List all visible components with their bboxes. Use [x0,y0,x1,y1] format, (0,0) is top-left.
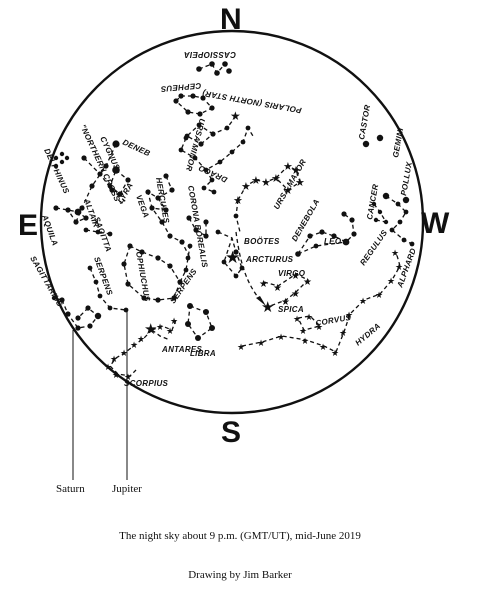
label-polaris: POLARIS (NORTH STAR) [201,89,302,115]
svg-text:★: ★ [277,332,285,342]
label-ophiuchus: OPHIUCHUS [134,251,152,303]
svg-text:★: ★ [124,372,132,382]
svg-text:★: ★ [233,195,243,207]
svg-text:★: ★ [156,322,164,332]
label-denebola: DENEBOLA [290,198,321,243]
svg-text:★: ★ [291,165,301,177]
label-deneb: DENEB [121,138,152,159]
svg-text:★: ★ [110,354,118,364]
label-delphinus: DELPHINUS [42,147,71,195]
svg-text:★: ★ [319,342,327,352]
stars: ★ ★ ★ ★ ★ ★ ★ ★ ★ ★ ★ [51,61,415,382]
svg-text:★: ★ [375,290,383,300]
arc-arrowhead [256,296,266,306]
east-label: E [18,209,38,242]
label-virgo: VIRGO [278,269,306,278]
label-arcturus: ARCTURUS [245,255,294,264]
svg-text:★: ★ [237,342,245,352]
svg-text:★: ★ [315,322,323,332]
north-label: N [220,3,242,36]
svg-text:★: ★ [359,296,367,306]
label-cepheus: CEPHEUS [160,81,202,94]
svg-text:★: ★ [225,248,240,267]
svg-text:★: ★ [120,348,128,358]
svg-text:★: ★ [170,316,178,326]
svg-text:★: ★ [293,314,301,324]
drawing-credit: Drawing by Jim Barker [188,569,292,581]
svg-text:★: ★ [137,334,145,344]
svg-text:★: ★ [345,310,353,320]
svg-text:★: ★ [395,262,403,272]
label-hercules: HERCULES [154,177,171,225]
svg-text:★: ★ [261,177,271,189]
svg-text:★: ★ [261,300,274,316]
svg-text:★: ★ [259,279,268,290]
label-serpens-right: SERPENS [168,267,199,306]
label-pollux: POLLUX [399,161,414,197]
svg-text:★: ★ [301,336,309,346]
label-libra: LIBRA [190,349,216,358]
label-scorpius: SCORPIUS [124,379,169,388]
svg-text:★: ★ [112,370,120,380]
label-spica: SPICA [278,305,304,314]
svg-text:★: ★ [144,322,157,338]
south-label: S [221,416,241,449]
label-cassiopeia: CASSIOPEIA [184,50,236,59]
saturn-label: Saturn [56,483,85,495]
svg-text:★: ★ [271,173,281,185]
svg-text:★: ★ [257,338,265,348]
label-leo: LEO [324,237,342,246]
label-cancer: CANCER [365,183,380,220]
svg-text:★: ★ [299,326,307,336]
svg-text:★: ★ [305,312,313,322]
svg-text:★: ★ [281,297,290,308]
label-serpens-left: SERPENS [92,256,114,297]
svg-text:★: ★ [387,276,395,286]
svg-text:★: ★ [283,161,293,173]
svg-text:★: ★ [166,326,174,336]
svg-text:★: ★ [251,175,261,187]
svg-text:★: ★ [339,328,347,338]
horizon-circle [39,29,425,415]
svg-text:★: ★ [331,348,339,358]
label-antares: ANTARES [161,345,203,354]
svg-text:★: ★ [130,340,138,350]
svg-text:★: ★ [391,248,399,258]
svg-text:★: ★ [104,362,112,372]
chart-caption: The night sky about 9 p.m. (GMT/UT), mid… [119,530,361,542]
west-label: W [421,207,450,240]
label-castor: CASTOR [357,104,372,140]
label-gemini: GEMINI [391,127,405,159]
jupiter-label: Jupiter [112,483,142,495]
svg-text:★: ★ [295,177,305,189]
svg-text:★: ★ [273,283,282,294]
svg-text:★: ★ [241,181,251,193]
svg-text:★: ★ [291,289,300,300]
svg-text:★: ★ [230,109,241,123]
label-bootes: BOÖTES [244,237,280,246]
label-regulus: REGULUS [358,228,389,267]
svg-text:★: ★ [283,185,293,197]
svg-text:★: ★ [303,277,312,288]
label-vega: VEGA [134,194,151,220]
svg-text:★: ★ [291,271,300,282]
